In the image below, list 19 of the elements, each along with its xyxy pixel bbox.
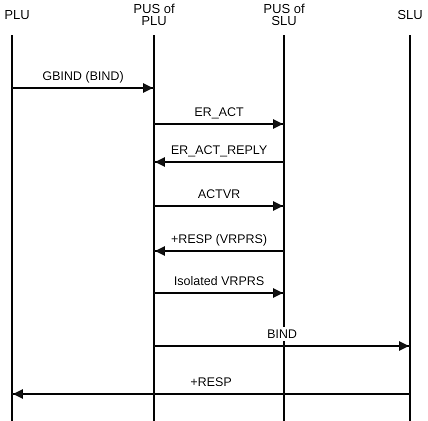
edge-label: ER_ACT_REPLY — [168, 143, 270, 157]
message-arrow — [155, 157, 283, 167]
message-arrow — [13, 389, 409, 399]
edge-label: BIND — [265, 327, 299, 341]
edge-label: ACTVR — [196, 187, 242, 201]
edge-label: +RESP — [188, 375, 234, 389]
lifeline-header: PLU — [3, 6, 31, 24]
edge-label: GBIND (BIND) — [40, 69, 126, 83]
edge-label: ER_ACT — [192, 105, 246, 119]
message-arrow — [155, 201, 283, 211]
message-arrow — [155, 288, 283, 298]
edge-label: +RESP (VRPRS) — [169, 232, 269, 246]
lifeline-header: SLU — [396, 6, 424, 24]
message-arrow — [155, 246, 283, 256]
message-arrow — [155, 341, 409, 351]
lifeline-header: PUS of SLU — [262, 0, 306, 30]
message-arrow — [155, 119, 283, 129]
message-arrow — [13, 83, 153, 93]
lifeline-header: PUS of PLU — [132, 0, 176, 30]
